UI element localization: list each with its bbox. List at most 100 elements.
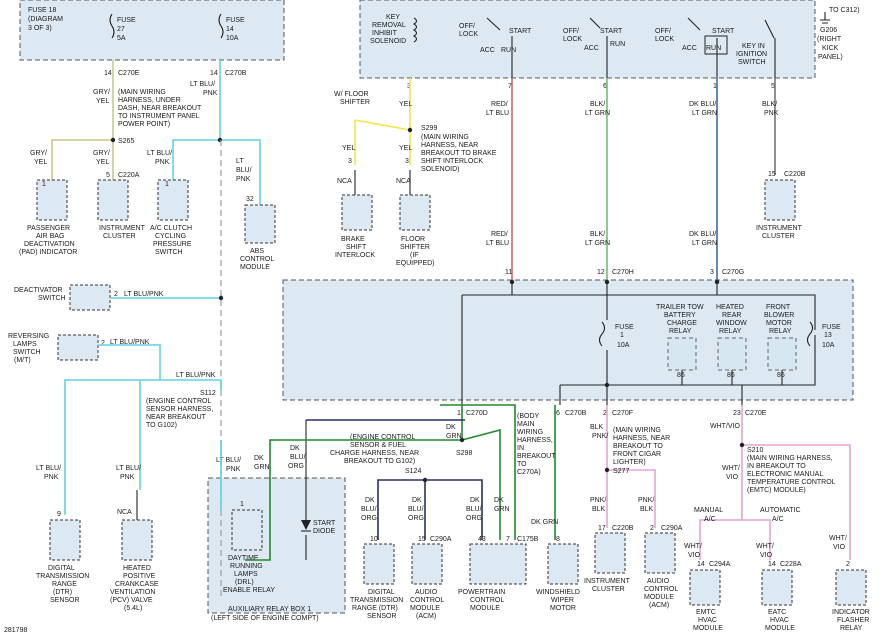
svg-text:S298: S298 — [456, 450, 472, 457]
svg-text:MODULE: MODULE — [470, 605, 500, 612]
powertrain-control-module: 43 7 C175B POWERTRAIN CONTROL MODULE — [458, 536, 539, 612]
svg-text:ORG: ORG — [361, 515, 377, 522]
svg-text:C175B: C175B — [517, 536, 539, 543]
svg-text:CLUSTER: CLUSTER — [762, 233, 795, 240]
wire-label-blk-pnk-1: BLK/ PNK — [762, 101, 779, 117]
svg-text:CHARGE: CHARGE — [667, 320, 697, 327]
svg-text:C270F: C270F — [612, 410, 633, 417]
svg-text:FUSE: FUSE — [226, 17, 245, 24]
svg-text:SENSOR: SENSOR — [50, 597, 80, 604]
svg-text:PNK: PNK — [44, 474, 59, 481]
svg-text:LT BLU/: LT BLU/ — [190, 81, 215, 88]
wire-gry-yel — [51, 60, 114, 180]
dtr-sensor-2: 10 DIGITAL TRANSMISSION RANGE (DTR) SENS… — [350, 536, 403, 620]
svg-text:BREAKOUT: BREAKOUT — [517, 453, 556, 460]
svg-text:6: 6 — [603, 83, 607, 90]
key-removal-inhibit-solenoid: KEY REMOVAL INHIBIT SOLENOID — [370, 14, 418, 45]
ac-clutch-switch: 1 A/C CLUTCH CYCLING PRESSURE SWITCH — [150, 179, 192, 256]
svg-text:EATC: EATC — [768, 609, 786, 616]
svg-text:DK: DK — [365, 497, 375, 504]
svg-text:FUSE: FUSE — [117, 17, 136, 24]
manual-ac-label: MANUAL A/C — [694, 507, 723, 523]
svg-text:PNK/: PNK/ — [590, 497, 606, 504]
wire-label-red-lt-blu-2: RED/ LT BLU — [486, 231, 509, 247]
svg-text:PNK: PNK — [764, 110, 779, 117]
trailer-tow-relay: TRAILER TOW BATTERY CHARGE RELAY 86 — [656, 304, 704, 379]
svg-text:INDICATOR: INDICATOR — [832, 609, 870, 616]
svg-text:RUN: RUN — [610, 41, 625, 48]
svg-text:ACC: ACC — [584, 45, 599, 52]
relay-box-label: AUXILIARY RELAY BOX 1 (LEFT SIDE OF ENGI… — [211, 606, 319, 622]
svg-text:RELAY: RELAY — [669, 328, 692, 335]
svg-text:FLASHER: FLASHER — [837, 617, 869, 624]
abs-control-module: 32 ABS CONTROL MODULE — [240, 196, 276, 271]
svg-text:C270D: C270D — [466, 410, 488, 417]
svg-text:ORG: ORG — [288, 463, 304, 470]
fuse-18-label: FUSE 18 (DIAGRAM 3 OF 3) — [28, 7, 63, 32]
svg-text:INSTRUMENT: INSTRUMENT — [756, 225, 803, 232]
svg-text:S112: S112 — [200, 390, 216, 397]
svg-text:10A: 10A — [822, 342, 835, 349]
svg-text:(DIAGRAM: (DIAGRAM — [28, 16, 63, 23]
svg-text:C290A: C290A — [430, 536, 452, 543]
wire-label-lt-blu-pnk-3: LT BLU/ PNK — [236, 158, 252, 183]
wire-label-wht-vio-5: WHT/ VIO — [829, 535, 847, 551]
svg-text:WHT/: WHT/ — [684, 543, 702, 550]
svg-text:86: 86 — [777, 372, 785, 379]
instrument-cluster-3: 17 C220B INSTRUMENT CLUSTER — [584, 525, 634, 593]
svg-text:LAMPS: LAMPS — [13, 341, 37, 348]
svg-text:14: 14 — [226, 26, 234, 33]
svg-text:SHIFTER: SHIFTER — [340, 99, 370, 106]
svg-text:C270E: C270E — [118, 70, 140, 77]
svg-text:OFF/: OFF/ — [563, 28, 579, 35]
svg-text:BREAKOUT TO: BREAKOUT TO — [613, 443, 663, 450]
svg-text:C220A: C220A — [118, 172, 140, 179]
svg-text:GRY/: GRY/ — [30, 150, 47, 157]
svg-text:14: 14 — [697, 561, 705, 568]
svg-text:BATTERY: BATTERY — [664, 312, 696, 319]
svg-text:LT GRN: LT GRN — [585, 110, 610, 117]
wire-label-red-lt-blu-1: RED/ LT BLU — [486, 101, 509, 117]
relay-box-zone — [207, 477, 346, 614]
svg-text:BLU/: BLU/ — [466, 506, 482, 513]
svg-text:HARNESS,: HARNESS, — [517, 437, 553, 444]
pin-labels-shifter: 3 3 — [348, 158, 409, 165]
splice-s112-note: S112 (ENGINE CONTROL SENSOR HARNESS, NEA… — [146, 390, 216, 429]
wire-label-dk-blu-lt-grn-2: DK BLU/ LT GRN — [689, 231, 717, 247]
wire-label-pnk-blk-3: PNK/ BLK — [638, 497, 654, 513]
svg-text:FRONT: FRONT — [766, 304, 791, 311]
svg-text:BLK: BLK — [590, 424, 604, 431]
pcv-valve: NCA HEATED POSITIVE CRANKCASE VENTILATIO… — [110, 490, 159, 612]
floor-shifter-note: W/ FLOOR SHIFTER — [334, 91, 370, 106]
svg-text:23: 23 — [733, 410, 741, 417]
svg-text:TEMPERATURE CONTROL: TEMPERATURE CONTROL — [747, 479, 836, 486]
svg-text:TRANSMISSION: TRANSMISSION — [36, 573, 89, 580]
svg-text:KEY: KEY — [386, 14, 400, 21]
svg-text:2: 2 — [101, 340, 105, 347]
svg-text:START: START — [712, 28, 735, 35]
wire-lt-blu-pnk-top — [172, 60, 261, 205]
wire-yel — [354, 78, 411, 165]
splice-s298-note: (BODY MAIN WIRING HARNESS, IN BREAKOUT T… — [456, 413, 556, 476]
connector-c270h: 11 12 C270H — [505, 269, 634, 276]
svg-text:A/C CLUTCH: A/C CLUTCH — [150, 225, 192, 232]
svg-text:RED/: RED/ — [491, 231, 508, 238]
svg-text:MOTOR: MOTOR — [766, 320, 792, 327]
svg-text:(ACM): (ACM) — [416, 613, 436, 620]
svg-text:INSTRUMENT: INSTRUMENT — [584, 578, 631, 585]
svg-text:RUN: RUN — [706, 45, 721, 52]
splice-s265-note: (MAIN WIRING HARNESS, UNDER DASH, NEAR B… — [118, 89, 202, 145]
svg-text:NEAR BREAKOUT: NEAR BREAKOUT — [146, 414, 207, 421]
svg-text:(IF: (IF — [410, 252, 419, 259]
connector-c270b-lower: 6 C270B — [556, 410, 587, 417]
fuse-1: FUSE 1 10A — [615, 324, 634, 349]
svg-text:3: 3 — [405, 158, 409, 165]
svg-text:13: 13 — [824, 332, 832, 339]
svg-text:CHARGE HARNESS, NEAR: CHARGE HARNESS, NEAR — [330, 450, 419, 457]
fuse-block-top-left — [19, 0, 285, 61]
svg-text:HEATED: HEATED — [123, 565, 151, 572]
svg-text:S299: S299 — [421, 125, 437, 132]
svg-text:(MAIN WIRING: (MAIN WIRING — [118, 89, 166, 96]
svg-text:BLU/: BLU/ — [361, 506, 377, 513]
svg-text:YEL: YEL — [399, 145, 412, 152]
